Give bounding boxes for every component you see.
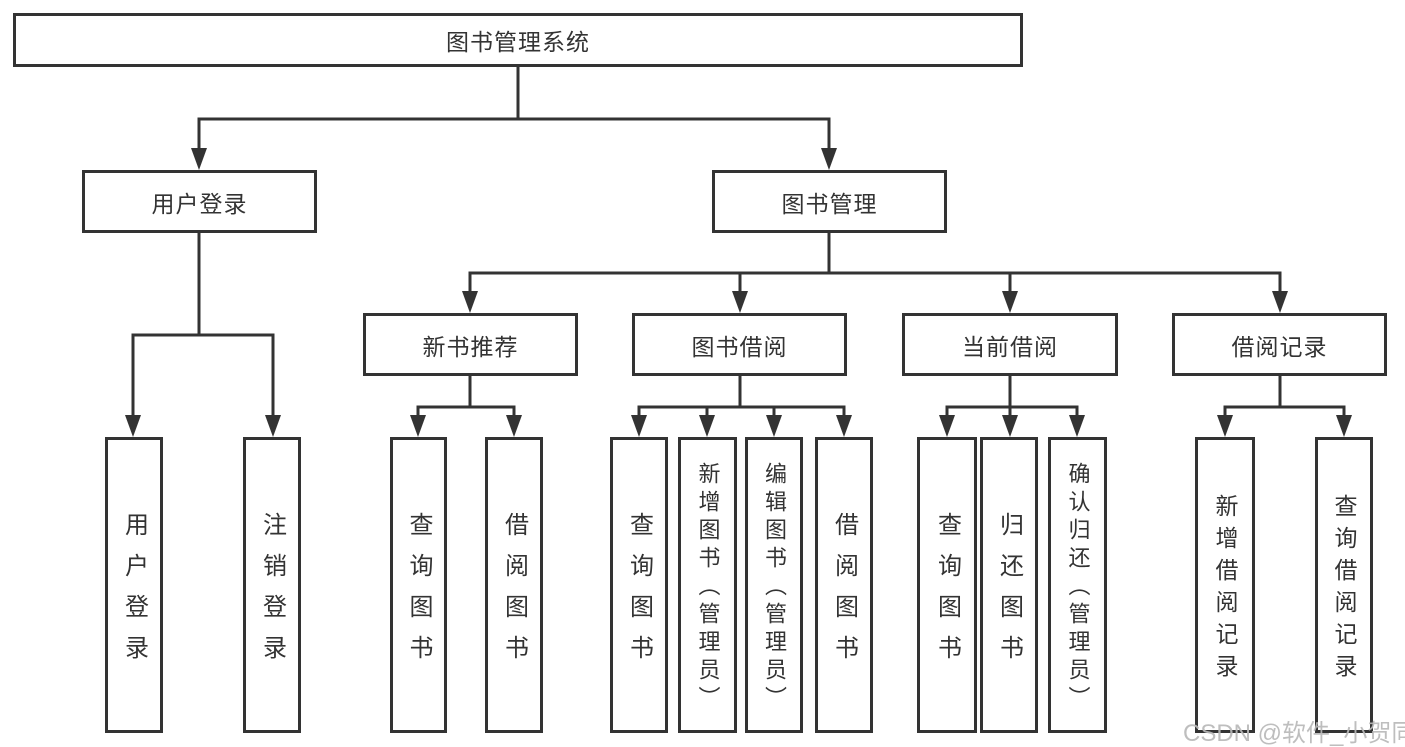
node-current-borrowing: 当前借阅 <box>902 313 1118 376</box>
leaf-records-query-record-label: 查询借阅记录 <box>1331 493 1357 686</box>
leaf-borrowing-add-book-admin: 新增图书（管理员） <box>678 437 737 733</box>
leaf-current-return-book-label: 归还图书 <box>995 511 1023 676</box>
node-borrowing-records: 借阅记录 <box>1172 313 1387 376</box>
node-book-borrowing: 图书借阅 <box>632 313 847 376</box>
node-book-management-label: 图书管理 <box>781 190 878 217</box>
leaf-records-query-record: 查询借阅记录 <box>1315 437 1373 733</box>
node-book-borrowing-label: 图书借阅 <box>691 333 788 360</box>
leaf-borrowing-add-book-admin-label: 新增图书（管理员） <box>695 462 721 714</box>
leaf-current-return-book: 归还图书 <box>980 437 1038 733</box>
node-new-book-recommendation: 新书推荐 <box>363 313 578 376</box>
leaf-recommend-borrow-book-label: 借阅图书 <box>500 511 528 676</box>
leaf-logout: 注销登录 <box>243 437 301 733</box>
leaf-current-query-book-label: 查询图书 <box>933 511 961 676</box>
node-user-login: 用户登录 <box>82 170 317 233</box>
leaf-borrowing-query-book-label: 查询图书 <box>625 511 653 676</box>
leaf-borrowing-query-book: 查询图书 <box>610 437 668 733</box>
leaf-recommend-query-book: 查询图书 <box>390 437 447 733</box>
csdn-watermark: CSDN @软件_小贺同学 <box>1183 720 1405 747</box>
node-root-library-management-system: 图书管理系统 <box>13 13 1023 67</box>
leaf-user-login: 用户登录 <box>105 437 163 733</box>
node-current-borrowing-label: 当前借阅 <box>962 333 1058 360</box>
leaf-current-confirm-return-admin: 确认归还（管理员） <box>1048 437 1107 733</box>
node-user-login-label: 用户登录 <box>151 190 248 217</box>
leaf-borrowing-edit-book-admin: 编辑图书（管理员） <box>745 437 803 733</box>
node-root-label: 图书管理系统 <box>446 29 590 55</box>
leaf-recommend-borrow-book: 借阅图书 <box>485 437 543 733</box>
leaf-recommend-query-book-label: 查询图书 <box>405 511 432 676</box>
leaf-current-confirm-return-admin-label: 确认归还（管理员） <box>1065 462 1091 714</box>
leaf-borrowing-edit-book-admin-label: 编辑图书（管理员） <box>762 462 787 714</box>
leaf-user-login-label: 用户登录 <box>120 511 148 676</box>
leaf-records-add-record-label: 新增借阅记录 <box>1212 493 1238 686</box>
leaf-borrowing-borrow-book: 借阅图书 <box>815 437 873 733</box>
leaf-borrowing-borrow-book-label: 借阅图书 <box>830 511 858 676</box>
node-new-book-recommendation-label: 新书推荐 <box>422 333 519 360</box>
leaf-logout-label: 注销登录 <box>258 511 286 676</box>
node-borrowing-records-label: 借阅记录 <box>1231 333 1328 360</box>
leaf-current-query-book: 查询图书 <box>917 437 977 733</box>
node-book-management: 图书管理 <box>712 170 947 233</box>
leaf-records-add-record: 新增借阅记录 <box>1195 437 1255 733</box>
